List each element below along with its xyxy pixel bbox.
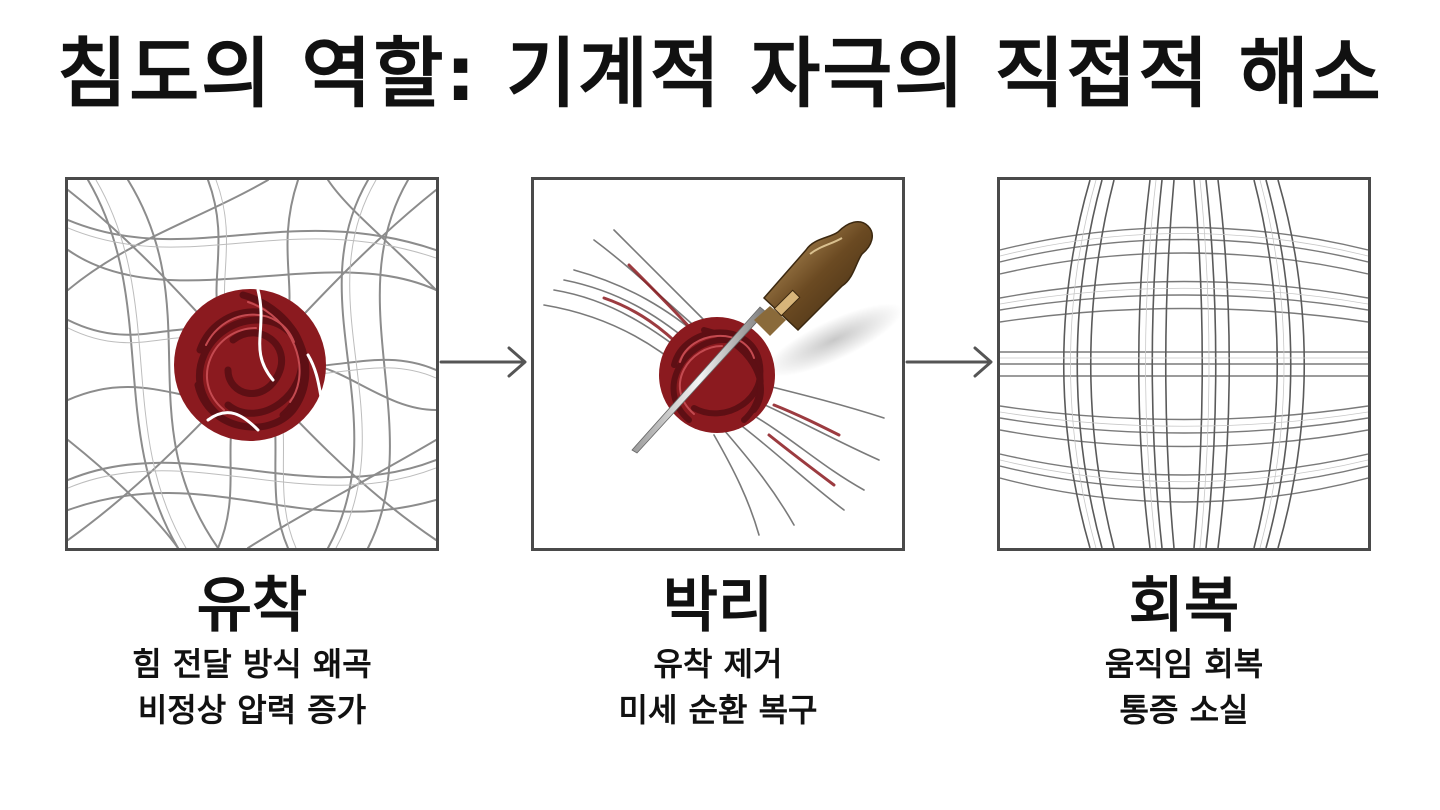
stage-description-line: 미세 순환 복구 [618,691,818,730]
stage-heading: 유착 [196,571,308,641]
stage-description-line: 비정상 압력 증가 [137,691,367,730]
adhesion-illustration [65,177,439,551]
stage-description-line: 유착 제거 [653,645,783,683]
stage-caption-adhesion: 유착 힘 전달 방식 왜곡 비정상 압력 증가 [22,572,482,734]
stage-caption-release: 박리 유착 제거 미세 순환 복구 [488,572,948,734]
stage-caption-recovery: 회복 움직임 회복 통증 소실 [954,572,1414,734]
stage-description-line: 통증 소실 [1119,691,1249,730]
stage-description-line: 움직임 회복 [1104,645,1264,683]
aligned-fibers-svg [1000,180,1368,548]
arrow-right-icon [439,346,527,378]
needle-release-svg [543,221,902,536]
stage-heading: 박리 [662,571,774,641]
page-title: 침도의 역할: 기계적 자극의 직접적 해소 [57,29,1383,118]
release-illustration [531,177,905,551]
knotted-fibers-svg [68,180,436,548]
needle-shadow [765,303,902,377]
arrow-right-icon [905,346,993,378]
recovery-illustration [997,177,1371,551]
arrow-adhesion-to-release [439,340,531,384]
needle [631,221,873,454]
stage-description-line: 힘 전달 방식 왜곡 [132,645,372,683]
arrow-release-to-recovery [905,340,997,384]
stage-heading: 회복 [1128,571,1240,641]
